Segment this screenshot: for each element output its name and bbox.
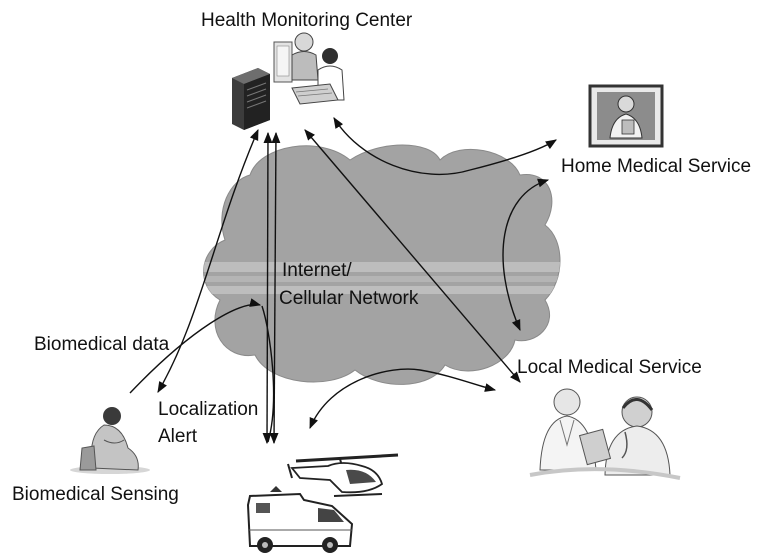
network-cloud — [203, 144, 561, 385]
localization-label: Localization — [158, 399, 259, 420]
health-center-label: Health Monitoring Center — [201, 10, 413, 31]
biomedical-sensing-label: Biomedical Sensing — [12, 484, 179, 505]
connection-lines — [129, 117, 557, 445]
link-network-ambulance — [261, 305, 275, 443]
link-center-ambulance-b — [269, 131, 281, 445]
network-label-line2: Cellular Network — [279, 288, 419, 309]
link-center-ambulance-a — [262, 131, 273, 445]
helicopter-icon — [287, 453, 399, 497]
link-helicopter-local — [309, 368, 497, 430]
local-medical-label: Local Medical Service — [517, 357, 702, 378]
ambulance-icon — [246, 486, 354, 553]
link-sensing-network — [129, 298, 262, 394]
link-center-local — [304, 129, 521, 383]
local-medical-icon — [529, 388, 681, 480]
alert-label: Alert — [158, 426, 198, 447]
network-label-line1: Internet/ — [282, 260, 352, 281]
link-home-local — [502, 178, 550, 332]
home-medical-label: Home Medical Service — [561, 156, 752, 177]
health-center-icon — [232, 32, 345, 130]
biomedical-data-label: Biomedical data — [34, 334, 170, 355]
home-medical-icon — [588, 84, 664, 148]
patient-icon — [70, 407, 150, 474]
link-center-sensing — [157, 128, 259, 393]
